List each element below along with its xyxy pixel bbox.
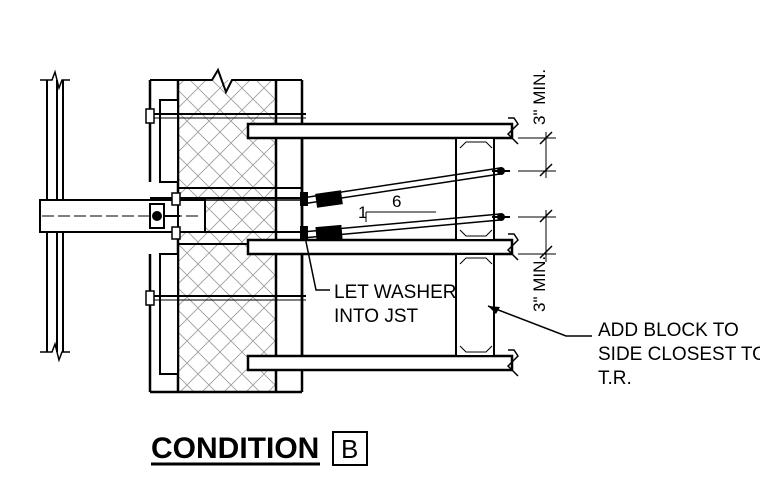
slope-run: 6: [392, 192, 401, 211]
slope-symbol: 1 6: [358, 192, 436, 222]
note-washer: LET WASHER INTO JST: [334, 282, 456, 327]
note-block: ADD BLOCK TO SIDE CLOSEST TO T.R.: [598, 320, 760, 389]
slope-rise: 1: [358, 203, 367, 222]
note-block-line-3: T.R.: [598, 368, 632, 389]
dim-min-bottom: 3" MIN.: [530, 256, 549, 312]
joists: [246, 117, 519, 377]
title-text: CONDITION: [151, 432, 319, 465]
note-washer-line-1: LET WASHER: [334, 282, 456, 303]
leaders: [303, 231, 592, 337]
left-wall: [40, 69, 70, 363]
drawing-title: CONDITION B: [151, 431, 368, 466]
note-block-line-2: SIDE CLOSEST TO: [598, 344, 760, 365]
dimensions: 3" MIN. 3" MIN.: [518, 69, 556, 312]
note-washer-line-2: INTO JST: [334, 306, 418, 327]
tension-rods: [300, 167, 510, 242]
wall-bolts: [145, 108, 306, 306]
condition-id: B: [341, 434, 358, 464]
dim-min-top: 3" MIN.: [530, 69, 549, 125]
note-block-line-1: ADD BLOCK TO: [598, 320, 739, 341]
